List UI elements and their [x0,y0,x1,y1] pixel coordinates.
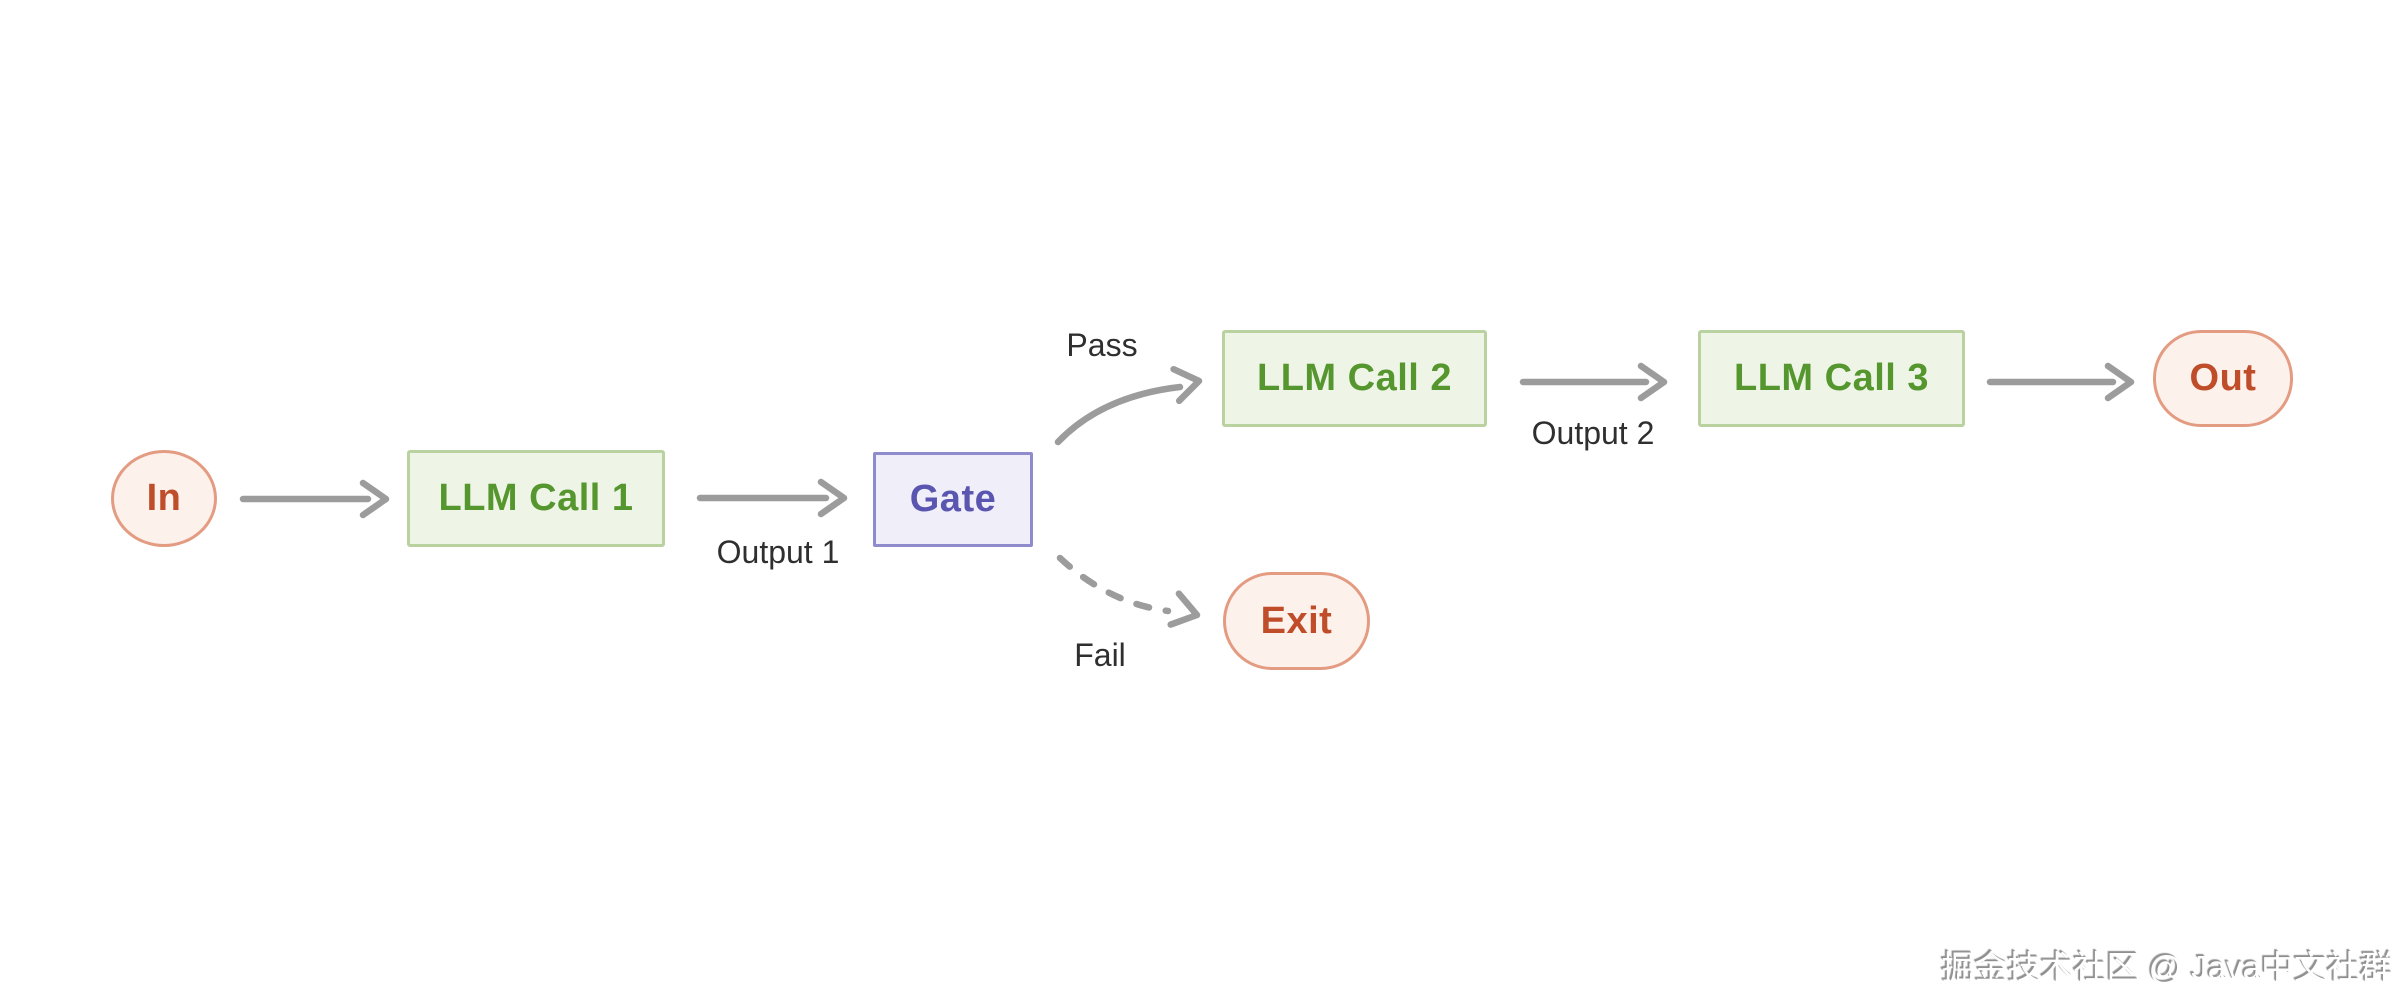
node-out-label: Out [2189,357,2257,399]
edge-label-fail: Fail [1074,637,1126,673]
node-llm-call-3-label: LLM Call 3 [1733,357,1930,399]
node-llm-call-3: LLM Call 3 [1698,330,1965,427]
node-llm-call-2: LLM Call 2 [1222,330,1487,427]
node-out: Out [2153,330,2293,427]
edge-label-pass: Pass [1066,327,1138,363]
node-llm-call-2-label: LLM Call 2 [1256,357,1453,399]
edge-llm2-to-llm3-arrowhead-icon [1637,362,1668,402]
node-gate-label: Gate [909,478,997,520]
edge-gate-to-exit-shaft [1056,554,1172,615]
edge-gate-to-llm2-shaft [1054,383,1184,446]
node-llm-call-1: LLM Call 1 [407,450,665,547]
edge-label-output-1: Output 1 [716,534,840,570]
edge-in-to-llm1-arrowhead-icon [359,479,390,519]
node-gate: Gate [873,452,1033,547]
edge-gate-to-llm2-arrowhead-icon [1170,365,1203,405]
node-llm-call-1-label: LLM Call 1 [438,477,634,519]
edge-llm1-to-gate-arrowhead-icon [817,478,848,518]
edge-label-output-2: Output 2 [1531,415,1655,451]
node-exit: Exit [1223,572,1370,670]
node-in: In [111,450,217,547]
node-in-label: In [146,477,182,519]
watermark-text: 掘金技术社区 @ Java中文社群 [1941,949,2393,986]
edge-gate-to-exit-arrowhead-icon [1167,590,1201,628]
edge-llm3-to-out-arrowhead-icon [2104,362,2135,402]
node-exit-label: Exit [1260,599,1333,642]
